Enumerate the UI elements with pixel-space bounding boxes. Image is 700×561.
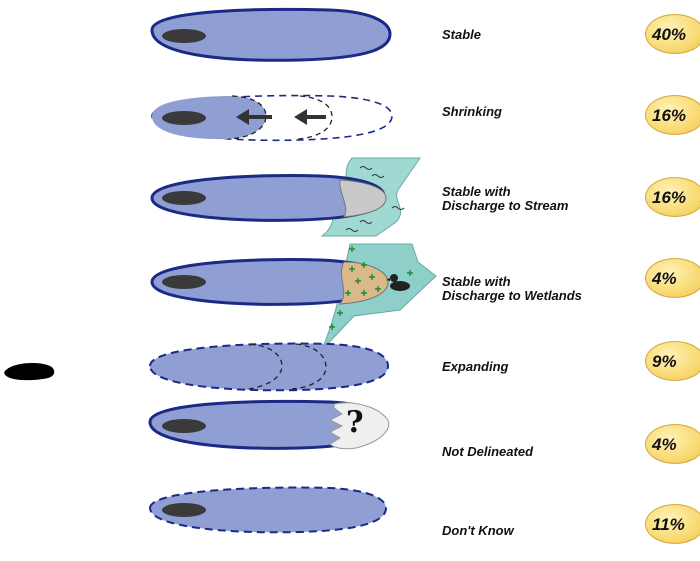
percent-badge-stable: 40%: [645, 14, 700, 54]
category-label-discharge-wetlands: Stable with Discharge to Wetlands: [442, 275, 582, 303]
percent-value: 11%: [652, 515, 685, 535]
source-blob-icon: [162, 111, 206, 125]
plume-discharge-stream: [152, 158, 420, 236]
category-label-shrinking: Shrinking: [442, 105, 502, 119]
percent-badge-dont-know: 11%: [645, 504, 700, 544]
category-label-not-delineated: Not Delineated: [442, 445, 533, 459]
plume-expanding: [150, 344, 388, 391]
percent-value: 4%: [652, 269, 677, 289]
percent-badge-discharge-wetlands: 4%: [645, 258, 700, 298]
percent-value: 9%: [652, 352, 677, 372]
category-label-expanding: Expanding: [442, 360, 508, 374]
source-blob-icon: [162, 275, 206, 289]
category-label-stable: Stable: [442, 28, 481, 42]
source-blob-icon: [162, 503, 206, 517]
category-label-line: Discharge to Wetlands: [442, 289, 582, 303]
percent-badge-shrinking: 16%: [645, 95, 700, 135]
category-label-discharge-stream: Stable with Discharge to Stream: [442, 185, 568, 213]
plume-not-delineated: ?: [150, 401, 389, 448]
stray-source-blob-icon: [4, 363, 54, 380]
plume-discharge-wetlands: [152, 244, 436, 350]
category-label-line: Stable with: [442, 185, 568, 199]
category-label-line: Discharge to Stream: [442, 199, 568, 213]
question-mark-icon: ?: [346, 405, 364, 440]
percent-badge-not-delineated: 4%: [645, 424, 700, 464]
source-blob-icon: [162, 191, 206, 205]
percent-value: 16%: [652, 188, 686, 208]
percent-badge-expanding: 9%: [645, 341, 700, 381]
source-blob-icon: [162, 419, 206, 433]
plume-shrinking: [152, 96, 392, 141]
percent-value: 16%: [652, 106, 686, 126]
source-blob-icon: [162, 29, 206, 43]
percent-value: 4%: [652, 435, 677, 455]
percent-value: 40%: [652, 25, 686, 45]
plume-dont-know: [150, 488, 386, 533]
plume-stable: [152, 9, 390, 60]
category-label-dont-know: Don't Know: [442, 524, 514, 538]
category-label-line: Stable with: [442, 275, 582, 289]
percent-badge-discharge-stream: 16%: [645, 177, 700, 217]
